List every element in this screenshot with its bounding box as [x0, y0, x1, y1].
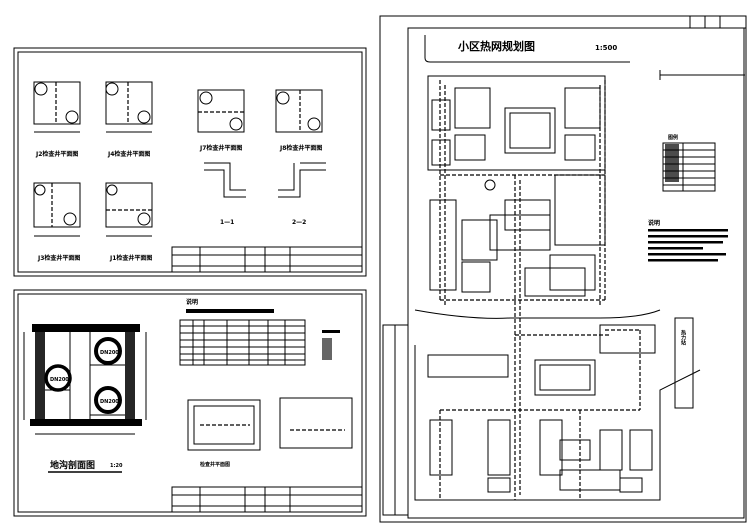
- plan-j7: J7检查井平面图: [197, 89, 245, 152]
- legend: 图例: [662, 134, 716, 192]
- building-blocks: 热力站: [414, 75, 701, 501]
- trench-section-sheet: DN200 DN200 DN200 地沟剖面图 1:20 说明: [13, 289, 367, 517]
- plan-label: J1检查井平面图: [109, 254, 152, 262]
- heat-station: [674, 317, 694, 409]
- plan-j3: J3检查井平面图: [33, 182, 81, 262]
- title-block: [171, 246, 363, 273]
- notes-title: 说明: [648, 219, 660, 227]
- trench-section: DN200 DN200 DN200: [23, 324, 147, 435]
- pipe-schedule-table: [179, 319, 306, 366]
- trench-zigzag-2: [278, 162, 326, 198]
- section-mark: 1—1: [220, 219, 234, 226]
- notes-title: 说明: [186, 298, 198, 306]
- site-plan-scale: 1:500: [595, 44, 617, 52]
- title-block: [171, 486, 363, 513]
- trench-zigzag-1: [204, 162, 246, 198]
- section-scale: 1:20: [110, 463, 123, 469]
- north-road: [659, 70, 745, 80]
- manhole-plans-sheet: J2检查井平面图 J4检查井平面图 J7检查井平面图 J8检查井平面图 J3: [13, 47, 367, 277]
- site-plan-sheet: 小区热网规划图 1:500: [379, 15, 747, 523]
- manhole-detail: 检查井平面图: [187, 397, 353, 468]
- title-frame: [424, 35, 630, 63]
- plan-j8: J8检查井平面图: [275, 89, 323, 152]
- section-title: 地沟剖面图: [50, 459, 95, 471]
- heat-pipe-network: [439, 80, 641, 500]
- pipe-label: DN200: [100, 399, 119, 405]
- plan-label: J4检查井平面图: [107, 150, 150, 158]
- plan-label: J7检查井平面图: [199, 144, 242, 152]
- plan-label: J3检查井平面图: [37, 254, 80, 262]
- section-mark: 2—2: [292, 219, 306, 226]
- plan-label: J2检查井平面图: [35, 150, 78, 158]
- site-plan-title: 小区热网规划图: [457, 39, 535, 53]
- pipe-label: DN200: [100, 350, 119, 356]
- pipe-label: DN200: [50, 377, 69, 383]
- plan-j1: J1检查井平面图: [105, 182, 153, 262]
- legend-title: 图例: [668, 134, 678, 141]
- site-notes: 说明: [648, 219, 728, 262]
- detail-title: 检查井平面图: [200, 461, 230, 468]
- heat-station-label: 热力站: [680, 329, 686, 346]
- plan-label: J8检查井平面图: [279, 144, 322, 152]
- plan-j2: J2检查井平面图: [33, 81, 81, 158]
- plan-j4: J4检查井平面图: [105, 81, 153, 158]
- sheet-title-block: [689, 15, 747, 29]
